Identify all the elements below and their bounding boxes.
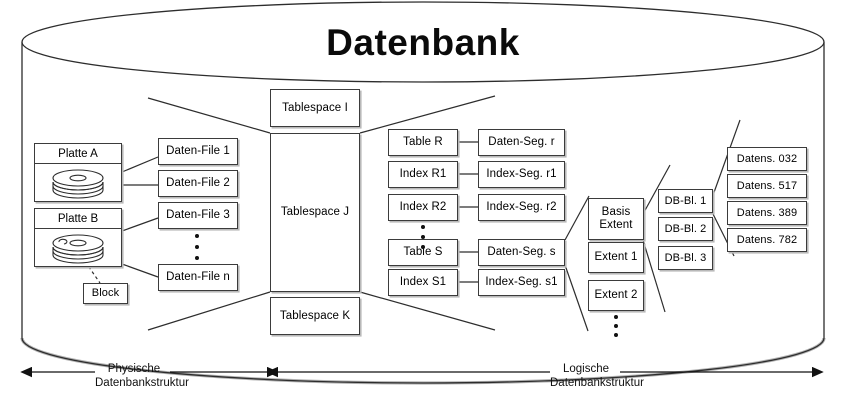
index-r2[interactable]: Index R2 [388,194,458,221]
index-s1[interactable]: Index S1 [388,269,458,296]
logical-objects-ellipsis [420,225,426,249]
index-r1[interactable]: Index R1 [388,161,458,188]
record-782[interactable]: Datens. 782 [727,228,807,252]
record-032[interactable]: Datens. 032 [727,147,807,171]
index-seg-r2[interactable]: Index-Seg. r2 [478,194,565,221]
daten-seg-r[interactable]: Daten-Seg. r [478,129,565,156]
disk-platter-icon [35,164,121,203]
extent-ellipsis [613,315,619,337]
daten-file-2[interactable]: Daten-File 2 [158,170,238,197]
extent-1[interactable]: Extent 1 [588,242,644,273]
tablespace-k[interactable]: Tablespace K [270,297,360,335]
record-517[interactable]: Datens. 517 [727,174,807,198]
index-seg-s1[interactable]: Index-Seg. s1 [478,269,565,296]
daten-seg-s[interactable]: Daten-Seg. s [478,239,565,266]
connector-lines-objects [458,141,478,283]
db-block-3[interactable]: DB-Bl. 3 [658,246,713,270]
connector-lines-extents-blocks [642,164,671,313]
disk-platte-b-label: Platte B [35,209,121,229]
db-block-2[interactable]: DB-Bl. 2 [658,217,713,241]
connector-lines-segments-extents [564,195,590,332]
disk-platter-icon [35,229,121,268]
disk-platte-a-label: Platte A [35,144,121,164]
axis-label-logische: Logische Datenbankstruktur [550,363,644,390]
tablespace-i[interactable]: Tablespace I [270,89,360,127]
disk-platte-b[interactable]: Platte B [34,208,122,267]
table-r[interactable]: Table R [388,129,458,156]
axis-label-physische: Physische Datenbankstruktur [95,363,189,390]
daten-file-3[interactable]: Daten-File 3 [158,202,238,229]
daten-file-1[interactable]: Daten-File 1 [158,138,238,165]
connector-lines-tablespace [359,95,496,331]
record-389[interactable]: Datens. 389 [727,201,807,225]
db-block-1[interactable]: DB-Bl. 1 [658,189,713,213]
table-s[interactable]: Table S [388,239,458,266]
index-seg-r1[interactable]: Index-Seg. r1 [478,161,565,188]
tablespace-j[interactable]: Tablespace J [270,133,360,292]
block-box[interactable]: Block [83,283,128,304]
daten-file-n[interactable]: Daten-File n [158,264,238,291]
extent-2[interactable]: Extent 2 [588,280,644,311]
page-title: Datenbank [326,22,520,63]
daten-file-ellipsis [194,234,200,260]
disk-platte-a[interactable]: Platte A [34,143,122,202]
basis-extent[interactable]: Basis Extent [588,198,644,240]
